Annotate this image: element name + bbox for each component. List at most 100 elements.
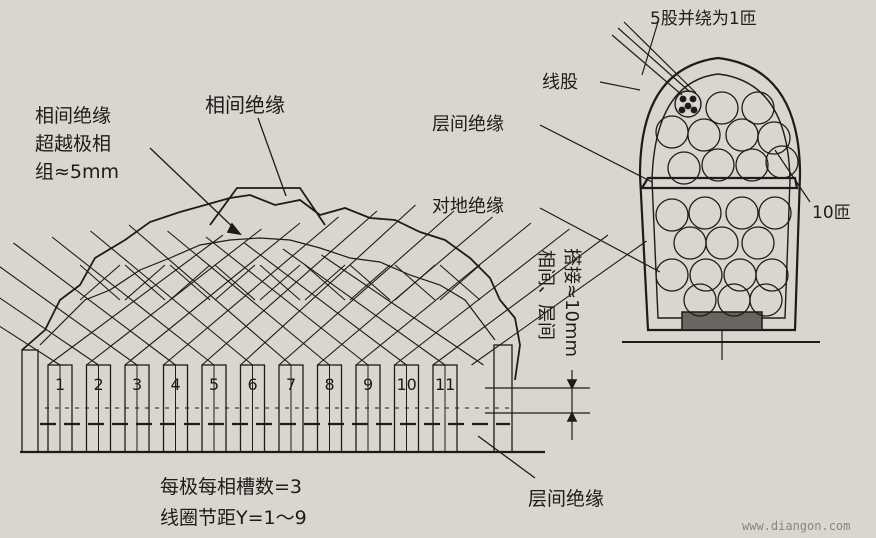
leader-layer-insulation-slot (539, 124, 653, 183)
leader-arrowhead (226, 222, 242, 236)
conductor (705, 91, 739, 125)
conductor (765, 145, 799, 179)
leader-layer-insulation-bottom (477, 435, 536, 479)
coil-line (0, 297, 99, 366)
label-coil-pitch: 线圈节距Y=1～9 (160, 507, 307, 529)
conductor (687, 118, 721, 152)
conductor (655, 115, 689, 149)
coil-line (394, 264, 436, 301)
slot-number: 8 (325, 375, 335, 394)
leader-ground-insulation (539, 207, 661, 273)
label-phase-insulation-over-3: 组≈5mm (35, 161, 119, 183)
conductor (741, 226, 775, 260)
conductor (725, 118, 759, 152)
coil-line (205, 236, 369, 366)
leader-phase-insulation-over (149, 147, 239, 233)
strand-wire (617, 27, 691, 93)
label-strands-parallel: 5股并绕为1匝 (650, 9, 757, 29)
slot-outline (638, 56, 802, 332)
conductor (655, 198, 689, 232)
conductor (755, 258, 789, 292)
coil-line (169, 264, 211, 301)
conductor (741, 91, 775, 125)
conductor (717, 283, 751, 317)
slot-number: 11 (435, 375, 455, 394)
leader-phase-insulation-top (257, 117, 287, 197)
coil-line (394, 228, 570, 366)
ground-insulation-liner (651, 73, 791, 319)
coil-lines (0, 204, 647, 366)
strand-wire (623, 21, 697, 94)
conductor (688, 196, 722, 230)
conductor (749, 283, 783, 317)
label-phase-insulation-over-2: 超越极相 (35, 133, 111, 155)
slot-cross-section (539, 21, 820, 360)
conductor (735, 148, 769, 182)
overlap-arrow-down (566, 379, 578, 390)
coil-line (13, 242, 176, 366)
conductor (683, 283, 717, 317)
conductor (758, 196, 792, 230)
conductor (701, 148, 735, 182)
slot-number: 5 (209, 375, 219, 394)
conductor (757, 121, 791, 155)
coil-line (321, 254, 484, 366)
conductors (655, 91, 799, 317)
layer-separator (640, 176, 799, 190)
conductor (667, 151, 701, 185)
winding-inner-outline (39, 237, 496, 346)
label-phase-insulation-over-1: 相间绝缘 (35, 105, 111, 127)
coil-line (259, 264, 301, 301)
conductor (705, 226, 739, 260)
slot-number: 1 (55, 375, 65, 394)
strand-wire (611, 34, 683, 96)
phase-insulation-cap (209, 187, 326, 226)
label-ground-insulation: 对地绝缘 (432, 196, 504, 217)
coil-line (432, 234, 609, 366)
strand-dots (678, 95, 698, 114)
conductor (723, 258, 757, 292)
strand-dot (678, 106, 686, 114)
slot-number: 10 (397, 375, 417, 394)
slot-bar-edge (21, 349, 39, 453)
winding-outline (21, 194, 521, 381)
slot-number: 2 (94, 375, 104, 394)
label-layer-insulation-slot: 层间绝缘 (432, 114, 504, 135)
coil-line (304, 264, 346, 301)
coil-line (79, 264, 121, 301)
coil-line (47, 234, 224, 366)
coil-line (167, 230, 330, 366)
coil-line (439, 264, 481, 301)
label-slots-per-pole-phase: 每极每相槽数=3 (160, 476, 302, 498)
overlap-arrow-up (566, 411, 578, 422)
conductor (689, 258, 723, 292)
slot-bar-edge (493, 344, 513, 453)
coil-line (0, 325, 61, 366)
coil-line (124, 222, 301, 366)
coil-line (201, 210, 378, 366)
label-turns: 10匝 (812, 203, 851, 223)
coil-line (0, 266, 138, 366)
slot-number: 9 (363, 375, 373, 394)
slot-number: 3 (132, 375, 142, 394)
coil-line (214, 264, 256, 301)
slot-number: 6 (248, 375, 258, 394)
conductor (673, 226, 707, 260)
coil-line (349, 264, 391, 301)
coil-line (244, 242, 407, 366)
conductor (725, 196, 759, 230)
coil-line (355, 222, 532, 366)
watermark: www.diangon.com (742, 519, 850, 533)
coil-line (471, 240, 647, 366)
leader-strand (599, 81, 641, 91)
label-overlap-1: 相间、层间 (535, 250, 556, 340)
coil-line (163, 216, 339, 366)
slot-number: 7 (286, 375, 296, 394)
coil-line (128, 224, 292, 366)
end-winding-drawing (0, 117, 647, 479)
strand-dot (689, 95, 697, 103)
label-strand: 线股 (542, 72, 578, 93)
coil-line (124, 264, 166, 301)
